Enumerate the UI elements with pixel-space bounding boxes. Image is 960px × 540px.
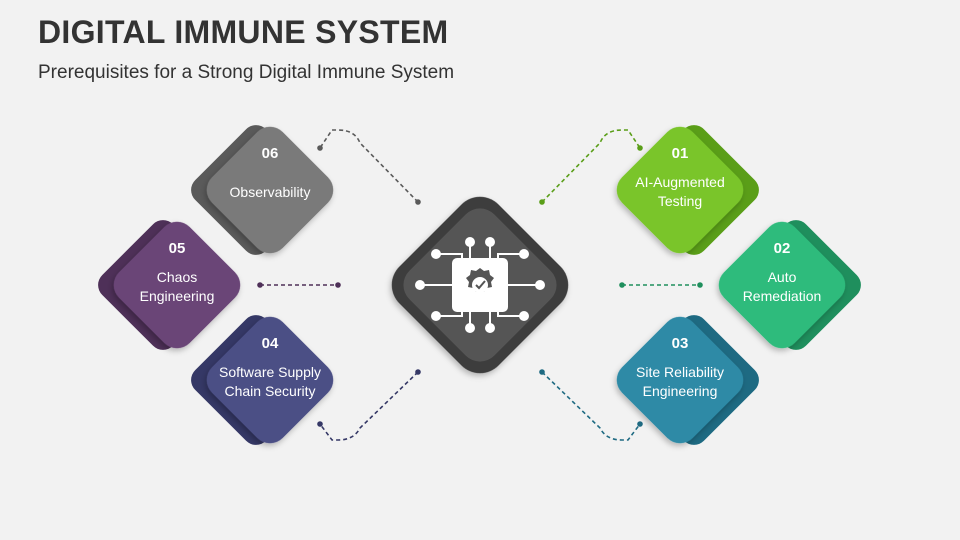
connector-04 xyxy=(319,371,419,441)
page-title: DIGITAL IMMUNE SYSTEM xyxy=(38,14,449,50)
chip-with-verified-badge-icon xyxy=(415,237,545,333)
item-number: 01 xyxy=(672,145,689,162)
connector-dot xyxy=(539,199,545,205)
item-number: 04 xyxy=(262,335,279,352)
connector-dot xyxy=(697,282,703,288)
connector-dot xyxy=(637,421,643,427)
connector-dot xyxy=(415,369,421,375)
item-label-line2: Testing xyxy=(658,193,702,209)
connector-dot xyxy=(619,282,625,288)
item-label-line2: Chain Security xyxy=(224,383,315,399)
item-label-line1: AI-Augmented xyxy=(635,174,725,190)
connector-03 xyxy=(541,371,641,441)
connector-dot xyxy=(539,369,545,375)
item-label-line1: Site Reliability xyxy=(636,364,724,380)
item-number: 06 xyxy=(262,145,279,162)
connector-dot xyxy=(637,145,643,151)
item-diamond xyxy=(206,316,334,444)
item-diamond xyxy=(616,126,744,254)
item-number: 05 xyxy=(169,240,186,257)
item-number: 03 xyxy=(672,335,689,352)
item-label-line2: Engineering xyxy=(140,288,215,304)
item-diamond xyxy=(616,316,744,444)
connector-dot xyxy=(415,199,421,205)
connector-dot xyxy=(257,282,263,288)
item-label-line1: Software Supply xyxy=(219,364,321,380)
connector-06 xyxy=(319,129,419,203)
item-label-line2: Remediation xyxy=(743,288,822,304)
item-diamond xyxy=(718,221,846,349)
item-number: 02 xyxy=(774,240,791,257)
item-label-line1: Observability xyxy=(230,184,311,200)
item-label-line1: Auto xyxy=(768,269,797,285)
connector-dot xyxy=(335,282,341,288)
center-hub xyxy=(391,196,569,374)
item-diamond xyxy=(113,221,241,349)
item-diamond xyxy=(206,126,334,254)
connector-dot xyxy=(317,421,323,427)
item-label-line2: Engineering xyxy=(643,383,718,399)
connector-dot xyxy=(317,145,323,151)
item-label-line1: Chaos xyxy=(157,269,197,285)
page-subtitle: Prerequisites for a Strong Digital Immun… xyxy=(38,62,455,83)
